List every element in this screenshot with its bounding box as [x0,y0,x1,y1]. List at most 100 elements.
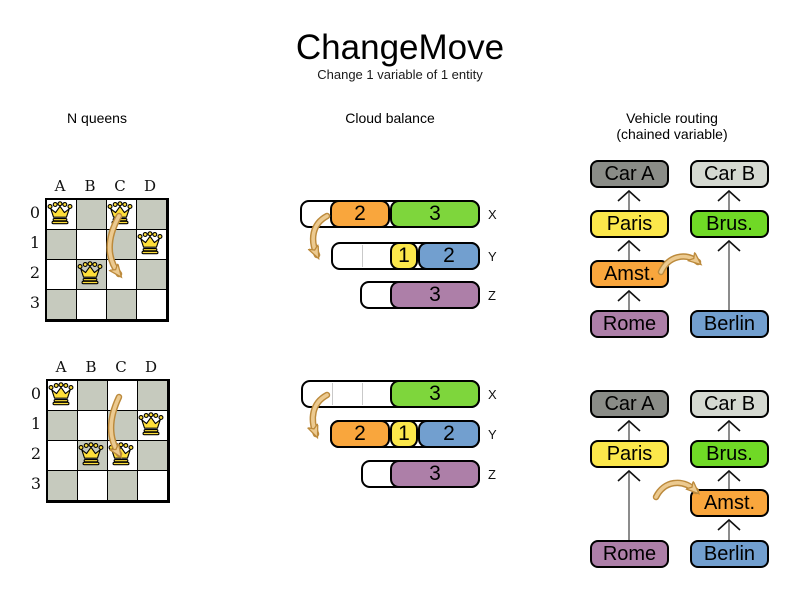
chain-arrow-icon [717,518,741,540]
process-block: 2 [418,420,480,448]
section-label-vehicle: Vehicle routing (chained variable) [582,110,762,142]
queen-icon [47,201,73,225]
board-cell [48,411,78,441]
process-value: 2 [443,244,455,267]
move-arrow-icon [300,391,331,450]
process-block: 2 [330,200,390,228]
queen-icon [48,382,74,406]
process-value: 1 [398,422,410,445]
process-block: 2 [330,420,390,448]
chain-arrow-icon [617,239,641,260]
process-value: 2 [354,202,366,225]
row-label: 3 [30,474,42,493]
row-label: 3 [29,293,41,312]
board-cell [108,471,138,501]
process-value: 3 [429,202,441,225]
board-cell [48,441,78,471]
board-cell [107,260,137,290]
visit-box: Berlin [690,310,769,338]
board-column-labels: A B C D [45,177,165,195]
page-title: ChangeMove [295,28,505,67]
chain-arrow-icon [717,239,741,310]
vehicle-box: Car A [590,160,669,188]
move-arrow-icon [657,248,708,276]
visit-box: Rome [590,540,669,568]
board-cell [78,411,108,441]
row-label: 1 [29,233,41,252]
computer-label: Y [488,427,497,442]
process-value: 2 [443,422,455,445]
chain-arrow-icon [617,469,641,540]
slot-divider [362,383,363,405]
chain-arrow-icon [717,469,741,489]
process-value: 2 [354,422,366,445]
board-cell [107,200,137,230]
board-cell [48,471,78,501]
board-cell [47,200,77,230]
column-label: A [55,358,67,376]
section-label-cloud: Cloud balance [345,110,435,126]
row-label: 2 [29,263,41,282]
column-label: D [143,177,157,195]
slot-divider [332,383,333,405]
page-subtitle: Change 1 variable of 1 entity [317,67,483,82]
board-cell [137,200,167,230]
board-cell [137,290,167,320]
column-label: C [114,177,126,195]
board-cell [108,381,138,411]
move-arrow-icon [652,479,706,501]
visit-box: Paris [590,440,669,468]
board-cell [138,441,168,471]
process-value: 3 [429,462,441,485]
process-block: 3 [390,460,480,488]
row-label: 0 [29,203,41,222]
board-cell [77,200,107,230]
chain-arrow-icon [717,419,741,440]
section-label-nqueens: N queens [67,110,127,126]
chessboard-before [45,198,169,322]
vehicle-box: Car B [690,160,769,188]
visit-box: Amst. [590,260,669,288]
column-label: B [84,177,96,195]
move-arrow-icon [300,212,331,272]
board-cell [47,290,77,320]
visit-box: Berlin [690,540,769,568]
board-cell [108,441,138,471]
board-cell [77,290,107,320]
row-label: 2 [30,444,42,463]
board-cell [78,471,108,501]
column-label: A [54,177,66,195]
process-value: 1 [398,244,410,267]
board-column-labels: A B C D [46,358,166,376]
visit-box: Brus. [690,440,769,468]
vehicle-box: Car B [690,390,769,418]
board-cell [138,381,168,411]
board-cell [107,290,137,320]
process-value: 3 [429,283,441,306]
chain-arrow-icon [617,419,641,440]
board-row-labels: 0 1 2 3 [26,198,44,318]
process-block: 2 [418,242,480,270]
computer-label: Z [488,467,496,482]
computer-label: X [488,387,497,402]
process-block: 1 [390,420,418,448]
board-row-labels: 0 1 2 3 [27,379,45,499]
column-label: D [144,358,158,376]
board-cell [48,381,78,411]
board-cell [47,260,77,290]
section-label-vehicle-line1: Vehicle routing [626,110,718,126]
column-label: B [85,358,97,376]
process-block: 3 [390,380,480,408]
board-cell [137,230,167,260]
board-cell [138,471,168,501]
computer-label: Z [488,288,496,303]
board-cell [137,260,167,290]
row-label: 1 [30,414,42,433]
process-block: 3 [390,281,480,309]
board-cell [78,381,108,411]
computer-label: Y [488,249,497,264]
vehicle-box: Car A [590,390,669,418]
board-cell [47,230,77,260]
move-arrow-icon [106,212,146,290]
